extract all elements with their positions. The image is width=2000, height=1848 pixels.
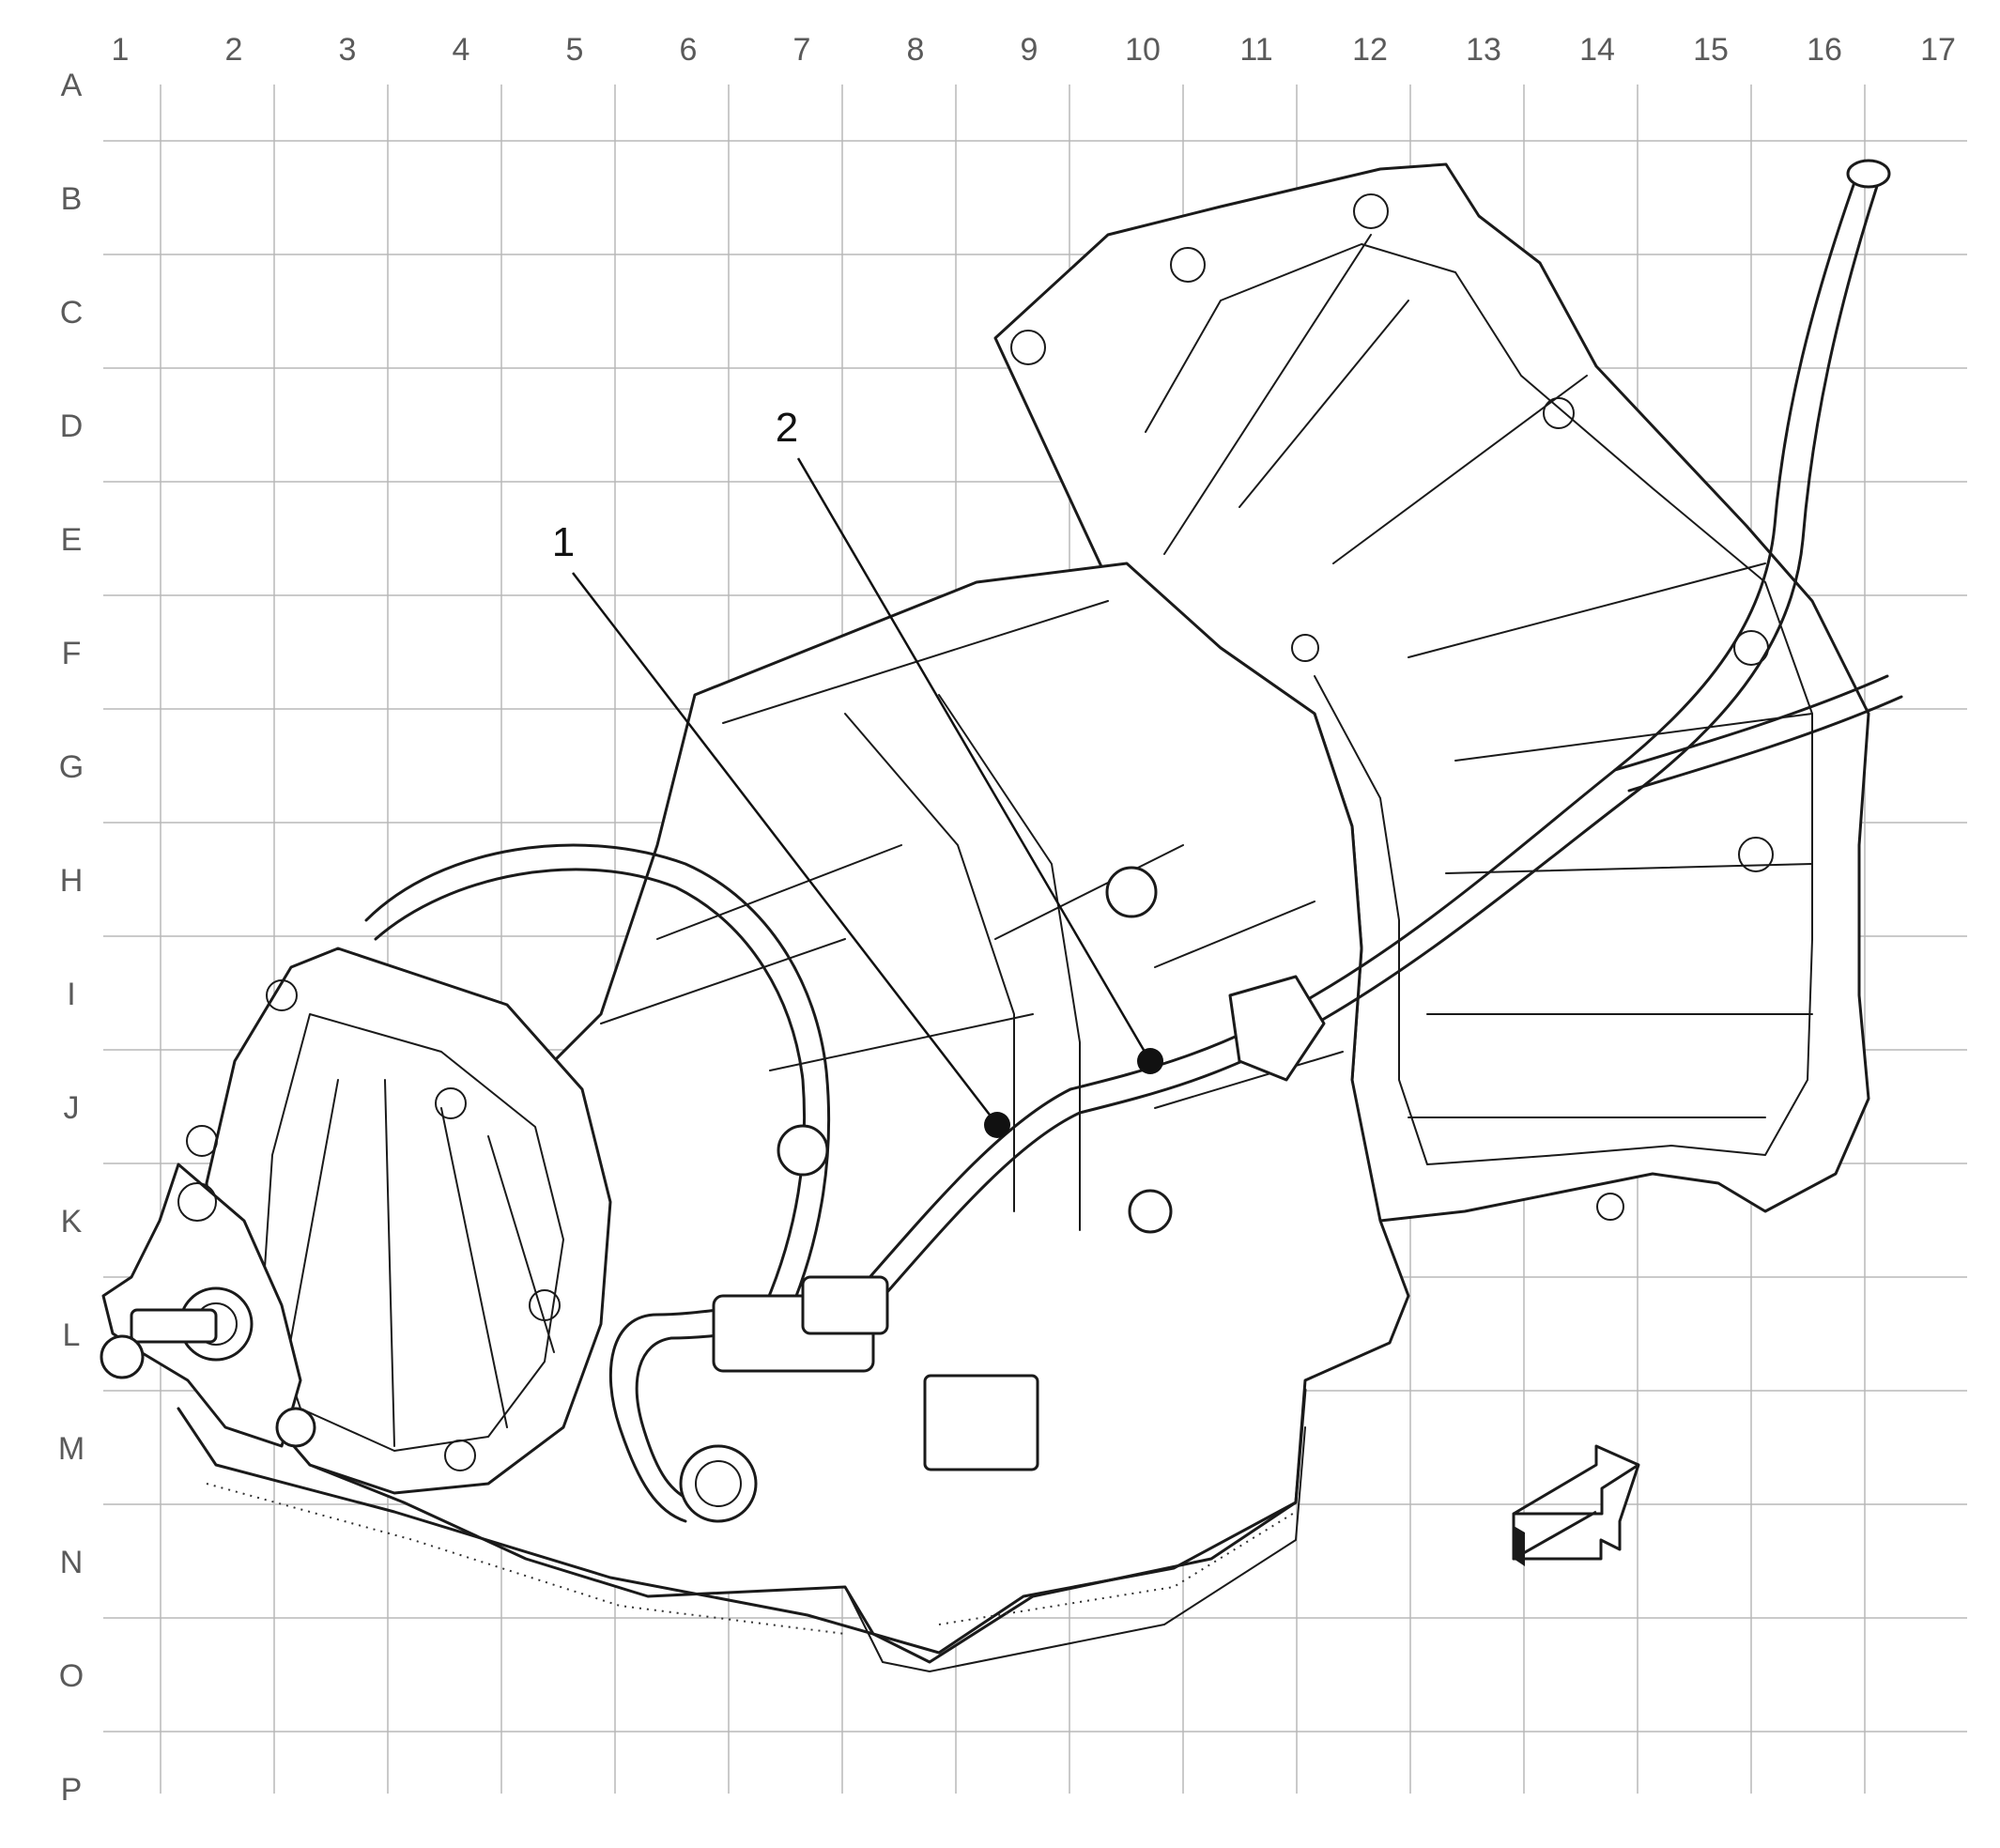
harness-branch	[1613, 674, 1889, 772]
callout-2-label: 2	[776, 405, 798, 451]
grid-column-label: 6	[680, 32, 698, 68]
grid-column-label: 12	[1352, 32, 1388, 68]
grid-column-label: 8	[907, 32, 925, 68]
grid-row-label: N	[60, 1545, 84, 1580]
case-bands	[600, 600, 1344, 1231]
bell-ribs	[1163, 234, 1813, 1118]
grid-column-label: 10	[1125, 32, 1161, 68]
grid-row-label: D	[60, 408, 84, 444]
direction-arrow-icon	[1512, 1444, 1640, 1566]
extension-bolts	[177, 979, 561, 1471]
electrical-connector	[679, 1275, 889, 1523]
grid-row-label: I	[67, 977, 75, 1012]
wiring-harness	[843, 167, 1861, 1307]
oil-pan	[177, 1388, 1307, 1655]
extension-ribs	[281, 1079, 555, 1447]
grid-column-label: 13	[1466, 32, 1501, 68]
grid-row-labels: A B C D E F G H I J K L M N O P	[58, 68, 85, 1808]
grid-row-label: J	[64, 1090, 80, 1126]
grid-row-label: M	[58, 1431, 85, 1467]
grid-row-label: E	[61, 522, 83, 558]
grid-column-label: 5	[566, 32, 584, 68]
grid-column-label: 7	[793, 32, 811, 68]
grid-column-label: 3	[339, 32, 357, 68]
extension-inner	[262, 1013, 564, 1452]
callout-2-marker	[1137, 1048, 1163, 1074]
grid-row-label: L	[63, 1317, 81, 1353]
grid-column-label: 2	[225, 32, 243, 68]
grid-column-label: 14	[1579, 32, 1615, 68]
grid-row-label: O	[59, 1658, 84, 1694]
grid-column-label: 15	[1693, 32, 1729, 68]
grid-column-label: 1	[112, 32, 130, 68]
grid-row-label: H	[60, 863, 84, 899]
grid-row-label: P	[61, 1772, 83, 1808]
grid-column-label: 17	[1920, 32, 1956, 68]
callout-1-marker	[984, 1112, 1010, 1138]
grid-column-label: 4	[453, 32, 470, 68]
callout-2: 2	[776, 405, 1163, 1074]
grid-row-label: A	[61, 68, 83, 103]
case-boss	[1228, 975, 1326, 1082]
inspection-plate	[923, 1374, 1039, 1471]
output-shaft-spline	[130, 1308, 218, 1344]
callout-1: 1	[552, 519, 1010, 1138]
grid-column-label: 9	[1021, 32, 1038, 68]
cooler-tube-loop	[364, 843, 831, 1317]
oil-pan-lower	[844, 1426, 1306, 1672]
harness-end	[1846, 159, 1891, 189]
transmission-illustration	[100, 159, 1903, 1672]
grid-row-label: C	[60, 295, 84, 331]
grid-column-label: 16	[1807, 32, 1842, 68]
grid-column-label: 11	[1239, 32, 1272, 68]
callout-1-label: 1	[552, 519, 575, 565]
grid-row-label: B	[61, 181, 83, 217]
grid-row-label: G	[59, 749, 84, 785]
grid-row-label: F	[62, 636, 82, 671]
grid-row-label: K	[61, 1204, 83, 1240]
bell-housing-inner	[1145, 243, 1813, 1165]
